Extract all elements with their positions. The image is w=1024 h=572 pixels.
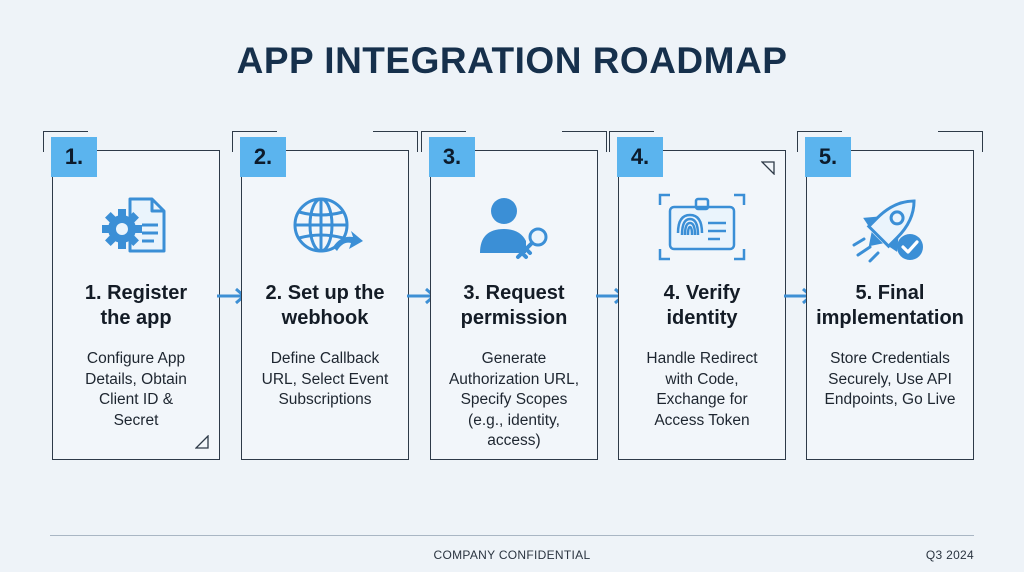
step-number-badge: 3. [429, 137, 475, 177]
step-number-badge: 4. [617, 137, 663, 177]
card-frame-decoration [938, 131, 983, 152]
step-card-1: 1. 1 [43, 131, 220, 460]
rocket-check-icon [807, 187, 973, 267]
card-frame-decoration [421, 131, 466, 152]
card-frame-decoration [609, 131, 654, 152]
card-frame-decoration [232, 131, 277, 152]
page-title: APP INTEGRATION ROADMAP [236, 40, 788, 81]
card-frame-decoration [562, 131, 607, 152]
user-key-icon [431, 187, 597, 267]
gear-document-icon [53, 187, 219, 267]
fingerprint-id-icon [619, 187, 785, 267]
footer-date: Q3 2024 [925, 548, 974, 562]
step-number-badge: 1. [51, 137, 97, 177]
globe-arrow-icon [242, 187, 408, 267]
card-frame-decoration [43, 131, 88, 152]
footer-confidential: COMPANY CONFIDENTIAL [433, 548, 591, 562]
step-number-badge: 2. [240, 137, 286, 177]
corner-triangle-icon [761, 161, 775, 175]
footer-divider [50, 535, 974, 536]
step-number-badge: 5. [805, 137, 851, 177]
card-frame-decoration [797, 131, 842, 152]
card-frame-decoration [373, 131, 418, 152]
corner-triangle-icon [195, 435, 209, 449]
